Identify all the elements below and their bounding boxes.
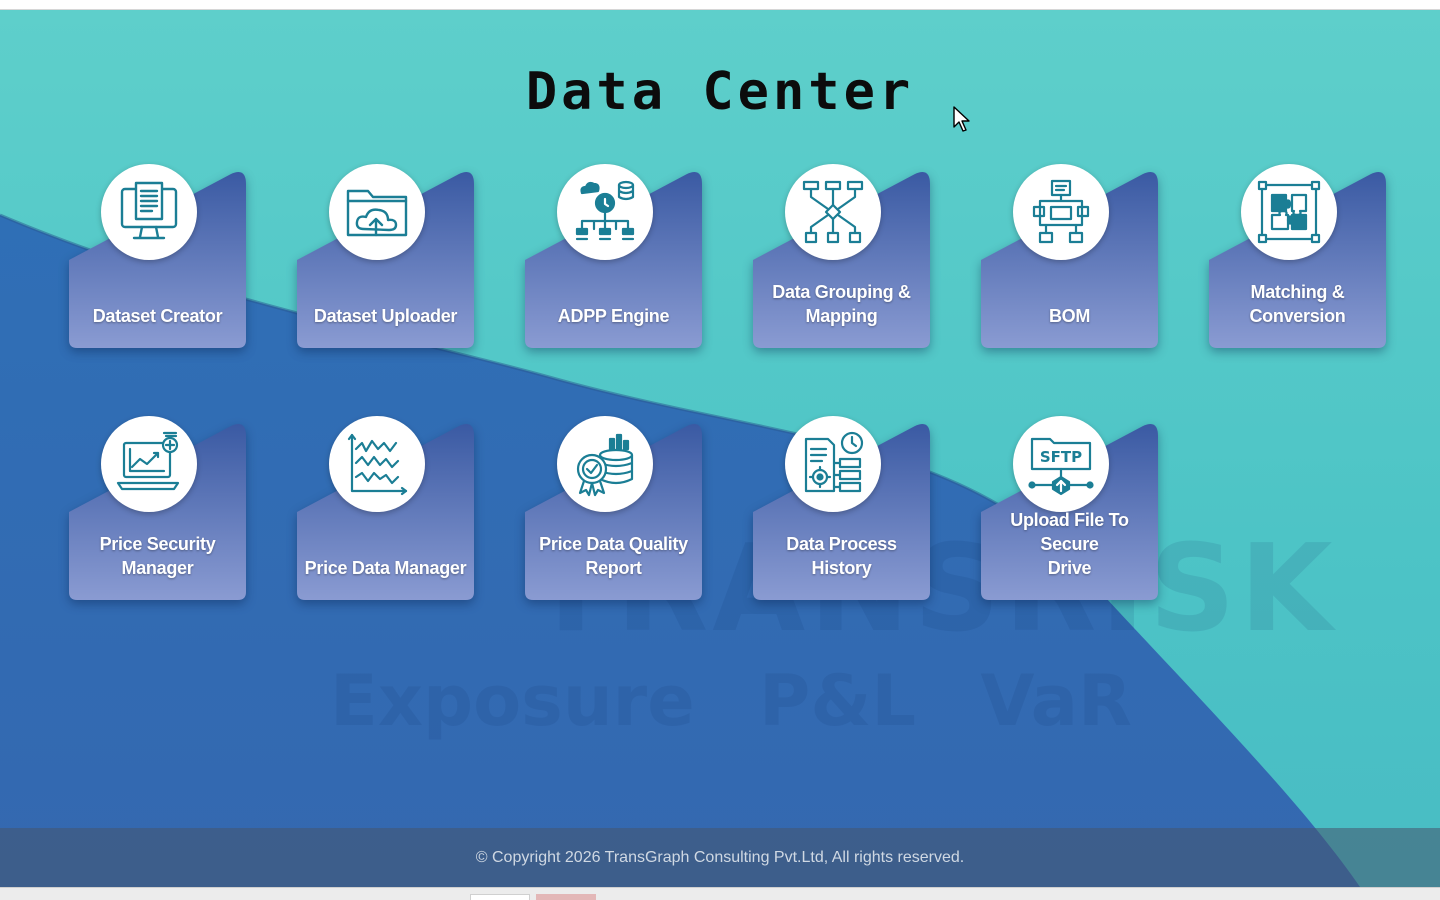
- tile-data-process-history[interactable]: Data Process History: [753, 416, 930, 600]
- mouse-cursor-icon: [953, 106, 970, 132]
- sftp-folder-icon: SFTP: [1013, 416, 1109, 512]
- tile-label: Price Data Quality Report: [529, 532, 698, 580]
- line-graph-icon: [329, 416, 425, 512]
- taskbar-item[interactable]: [536, 894, 596, 900]
- tile-dataset-uploader[interactable]: Dataset Uploader: [297, 164, 474, 348]
- tile-label-line-1: Price Security: [99, 534, 216, 554]
- tile-label-line-1: Matching &: [1250, 282, 1345, 302]
- tile-card: [69, 171, 246, 348]
- tile-label-line-2: Mapping: [805, 306, 878, 326]
- tile-upload-file-secure-drive[interactable]: SFTP Upload File To Secure Drive: [981, 416, 1158, 600]
- tile-label: Matching & Conversion: [1213, 280, 1382, 328]
- monitor-document-icon: [101, 164, 197, 260]
- tile-label: Upload File To Secure Drive: [985, 508, 1154, 580]
- tile-label: BOM: [985, 304, 1154, 328]
- footer-copyright: © Copyright 2026 TransGraph Consulting P…: [0, 828, 1440, 887]
- page-title: Data Center: [525, 62, 915, 122]
- tile-label-line-2: Conversion: [1249, 306, 1346, 326]
- tile-label-line-2: Report: [585, 558, 642, 578]
- tile-label: Dataset Uploader: [301, 304, 470, 328]
- data-center-page: TRANSRISK Exposure P&L VaR Data Center D: [0, 10, 1440, 887]
- tile-label: ADPP Engine: [529, 304, 698, 328]
- tile-label-line-1: Price Data Manager: [304, 558, 467, 578]
- tile-card: [981, 423, 1158, 600]
- tile-card: [1209, 171, 1386, 348]
- tile-label-line-1: Dataset Creator: [92, 306, 223, 326]
- tile-label: Data Grouping & Mapping: [757, 280, 926, 328]
- hierarchy-mapping-icon: [785, 164, 881, 260]
- tile-matching-conversion[interactable]: Matching & Conversion: [1209, 164, 1386, 348]
- tile-card: [525, 423, 702, 600]
- tile-card: [69, 423, 246, 600]
- folder-cloud-upload-icon: [329, 164, 425, 260]
- bom-structure-icon: [1013, 164, 1109, 260]
- tile-label-line-1: Upload File To Secure: [1010, 510, 1129, 554]
- tile-label-line-1: BOM: [1048, 306, 1091, 326]
- tile-label-line-2: Drive: [1047, 558, 1092, 578]
- tile-bom[interactable]: BOM: [981, 164, 1158, 348]
- tile-price-data-manager[interactable]: Price Data Manager: [297, 416, 474, 600]
- tile-label-line-1: Price Data Quality: [539, 534, 688, 554]
- tile-adpp-engine[interactable]: ADPP Engine: [525, 164, 702, 348]
- tile-card: [297, 423, 474, 600]
- taskbar-item[interactable]: [470, 894, 530, 900]
- taskbar-strip: [0, 887, 1440, 900]
- svg-text:SFTP: SFTP: [1040, 448, 1082, 466]
- tile-label-line-1: Data Process History: [786, 534, 897, 578]
- tile-label: Dataset Creator: [73, 304, 242, 328]
- tile-dataset-creator[interactable]: Dataset Creator: [69, 164, 246, 348]
- cloud-database-network-icon: [557, 164, 653, 260]
- tile-card: [297, 171, 474, 348]
- tile-label: Price Security Manager: [73, 532, 242, 580]
- puzzle-conversion-icon: [1241, 164, 1337, 260]
- laptop-chart-icon: [101, 416, 197, 512]
- browser-top-strip: [0, 0, 1440, 10]
- module-grid: Dataset Creator Dataset Uploader: [0, 10, 1440, 887]
- tile-card: [981, 171, 1158, 348]
- tile-price-data-quality-report[interactable]: Price Data Quality Report: [525, 416, 702, 600]
- tile-card: [525, 171, 702, 348]
- tile-label: Price Data Manager: [301, 556, 470, 580]
- tile-price-security-manager[interactable]: Price Security Manager: [69, 416, 246, 600]
- tile-label: Data Process History: [757, 532, 926, 580]
- tile-card: [753, 171, 930, 348]
- tile-label-line-1: Data Grouping &: [772, 282, 911, 302]
- history-process-icon: [785, 416, 881, 512]
- quality-badge-database-icon: [557, 416, 653, 512]
- tile-card: [753, 423, 930, 600]
- tile-label-line-1: Dataset Uploader: [313, 306, 458, 326]
- tile-data-grouping-mapping[interactable]: Data Grouping & Mapping: [753, 164, 930, 348]
- tile-label-line-1: ADPP Engine: [557, 306, 670, 326]
- tile-label-line-2: Manager: [121, 558, 194, 578]
